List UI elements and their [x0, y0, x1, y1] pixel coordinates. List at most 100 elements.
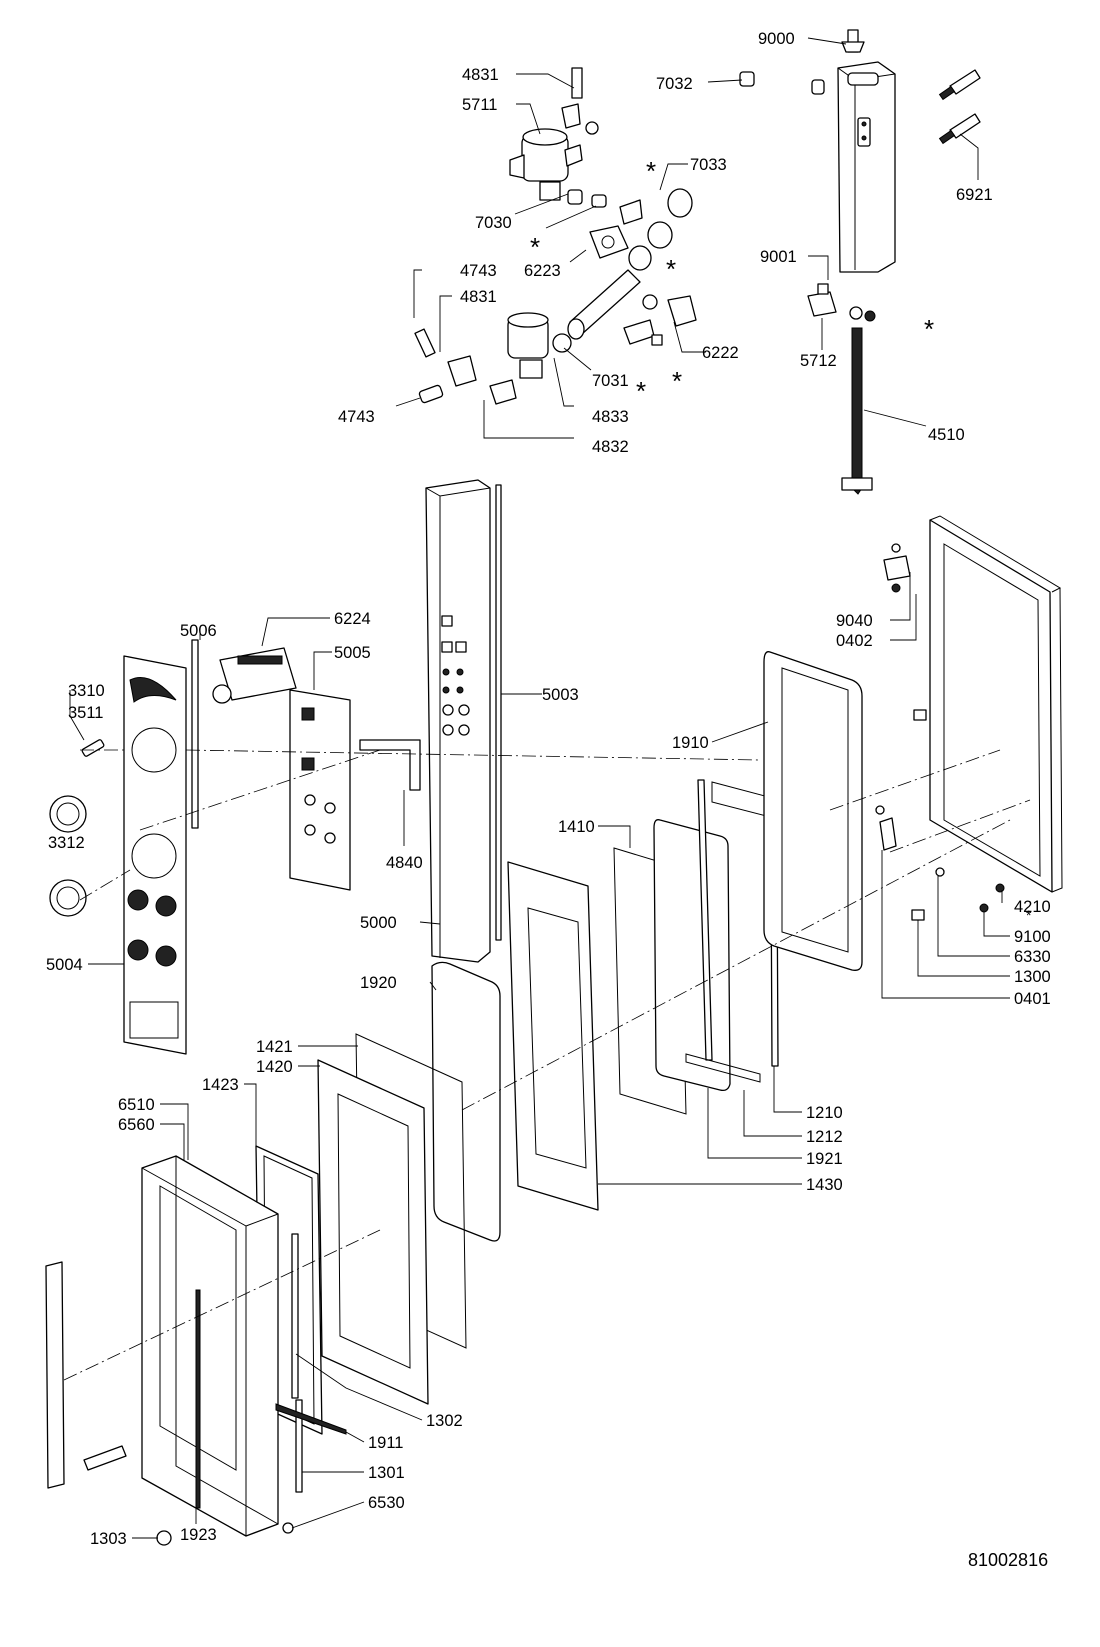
callout-4833: 4833	[592, 408, 629, 426]
callout-1920: 1920	[360, 974, 397, 992]
callout-5006: 5006	[180, 622, 217, 640]
asterisk-marker: *	[636, 376, 646, 406]
ribbon-cable-4840	[359, 739, 421, 791]
callout-1303: 1303	[90, 1530, 127, 1548]
callout-7031: 7031	[592, 372, 629, 390]
screw-4210	[995, 883, 1005, 893]
gasket-strip-5003	[495, 484, 502, 941]
callout-5711: 5711	[462, 96, 497, 114]
valve-assembly-upper	[414, 67, 825, 405]
door-handle-rail	[45, 1261, 65, 1489]
hinge-hardware-right	[875, 543, 1005, 921]
asterisk-markers: * * * * * * *	[530, 156, 1032, 923]
callout-1302: 1302	[426, 1412, 463, 1430]
callout-4840: 4840	[386, 854, 423, 872]
outer-door-frame	[141, 1155, 279, 1537]
asterisk-marker: *	[646, 156, 656, 186]
callout-5004: 5004	[46, 956, 83, 974]
asterisk-marker: *	[1026, 907, 1032, 923]
callout-6223: 6223	[524, 262, 561, 280]
asterisk-marker: *	[530, 232, 540, 262]
rod-1302	[291, 1233, 299, 1399]
callout-5003: 5003	[542, 686, 579, 704]
callout-6330: 6330	[1014, 948, 1051, 966]
fitting-7033	[667, 188, 693, 218]
screw-6530	[282, 1522, 294, 1534]
asterisk-marker: *	[672, 366, 682, 396]
probe-6921	[949, 69, 981, 95]
callout-1430: 1430	[806, 1176, 843, 1194]
elbow-4832	[489, 379, 517, 405]
shaft-3511	[81, 739, 105, 757]
asterisk-marker: *	[924, 314, 934, 344]
callout-7033: 7033	[690, 156, 727, 174]
callout-1421: 1421	[256, 1038, 293, 1056]
callout-4210: 4210	[1014, 898, 1051, 916]
bar-1911	[275, 1403, 347, 1435]
callout-1921: 1921	[806, 1150, 843, 1168]
callout-1923: 1923	[180, 1526, 217, 1544]
callout-1911: 1911	[368, 1434, 403, 1452]
callout-0401: 0401	[1014, 990, 1051, 1008]
asterisk-marker: *	[666, 254, 676, 284]
callout-6510: 6510	[118, 1096, 155, 1114]
callout-0402: 0402	[836, 632, 873, 650]
callout-6530: 6530	[368, 1494, 405, 1512]
callout-4743-lower: 4743	[338, 408, 375, 426]
catch-1300	[911, 909, 925, 921]
callout-5712: 5712	[800, 352, 837, 370]
callout-labels: 9000 4831 5711 7032 7033 7030 6921 6223 …	[46, 30, 1051, 1548]
nut-7030	[567, 189, 583, 205]
callout-6560: 6560	[118, 1116, 155, 1134]
hinge-0401	[879, 817, 897, 851]
knob-3312-lower	[49, 879, 87, 917]
callout-1410: 1410	[558, 818, 595, 836]
callout-5000: 5000	[360, 914, 397, 932]
callout-4831: 4831	[462, 66, 499, 84]
callout-4831-lower: 4831	[460, 288, 497, 306]
sensor-6222	[667, 295, 697, 327]
heating-element-4510	[851, 327, 863, 495]
callout-7032: 7032	[656, 75, 693, 93]
rod-1923	[195, 1289, 201, 1509]
callout-3511: 3511	[68, 704, 103, 722]
bracket-9040	[883, 555, 911, 581]
callout-6921: 6921	[956, 186, 993, 204]
knob-3312-upper	[49, 795, 87, 833]
fitting-4743	[414, 328, 436, 358]
control-column-5000	[425, 479, 491, 963]
gasket-1921	[653, 819, 731, 1092]
elbow-fitting-4831	[561, 103, 581, 129]
callout-9001: 9001	[760, 248, 797, 266]
callout-3312: 3312	[48, 834, 85, 852]
callout-7030: 7030	[475, 214, 512, 232]
pressure-switch-6223	[589, 225, 629, 259]
callout-1423: 1423	[202, 1076, 239, 1094]
callout-4832: 4832	[592, 438, 629, 456]
drawing-number: 81002816	[968, 1550, 1048, 1570]
callout-1420: 1420	[256, 1058, 293, 1076]
screw-9100	[979, 903, 989, 913]
callout-1910: 1910	[672, 734, 709, 752]
glass-panel-1420	[317, 1059, 429, 1405]
callout-9040: 9040	[836, 612, 873, 630]
inner-door-frame	[929, 515, 1063, 893]
callout-3310: 3310	[68, 682, 105, 700]
leader-lines	[69, 37, 1010, 1539]
callout-4510: 4510	[928, 426, 965, 444]
callout-6224: 6224	[334, 610, 371, 628]
callout-4743: 4743	[460, 262, 497, 280]
thermostat-6224	[212, 647, 297, 704]
callout-9100: 9100	[1014, 928, 1051, 946]
nut-1303	[156, 1530, 172, 1546]
callout-6222: 6222	[702, 344, 739, 362]
callout-5005: 5005	[334, 644, 371, 662]
control-panel-5004	[123, 655, 187, 1055]
callout-1212: 1212	[806, 1128, 843, 1146]
circuit-board-5005	[289, 689, 351, 891]
callout-9000: 9000	[758, 30, 795, 48]
gasket-1910	[763, 651, 863, 971]
gasket-1920	[431, 961, 501, 1242]
rod-5006	[191, 639, 199, 829]
